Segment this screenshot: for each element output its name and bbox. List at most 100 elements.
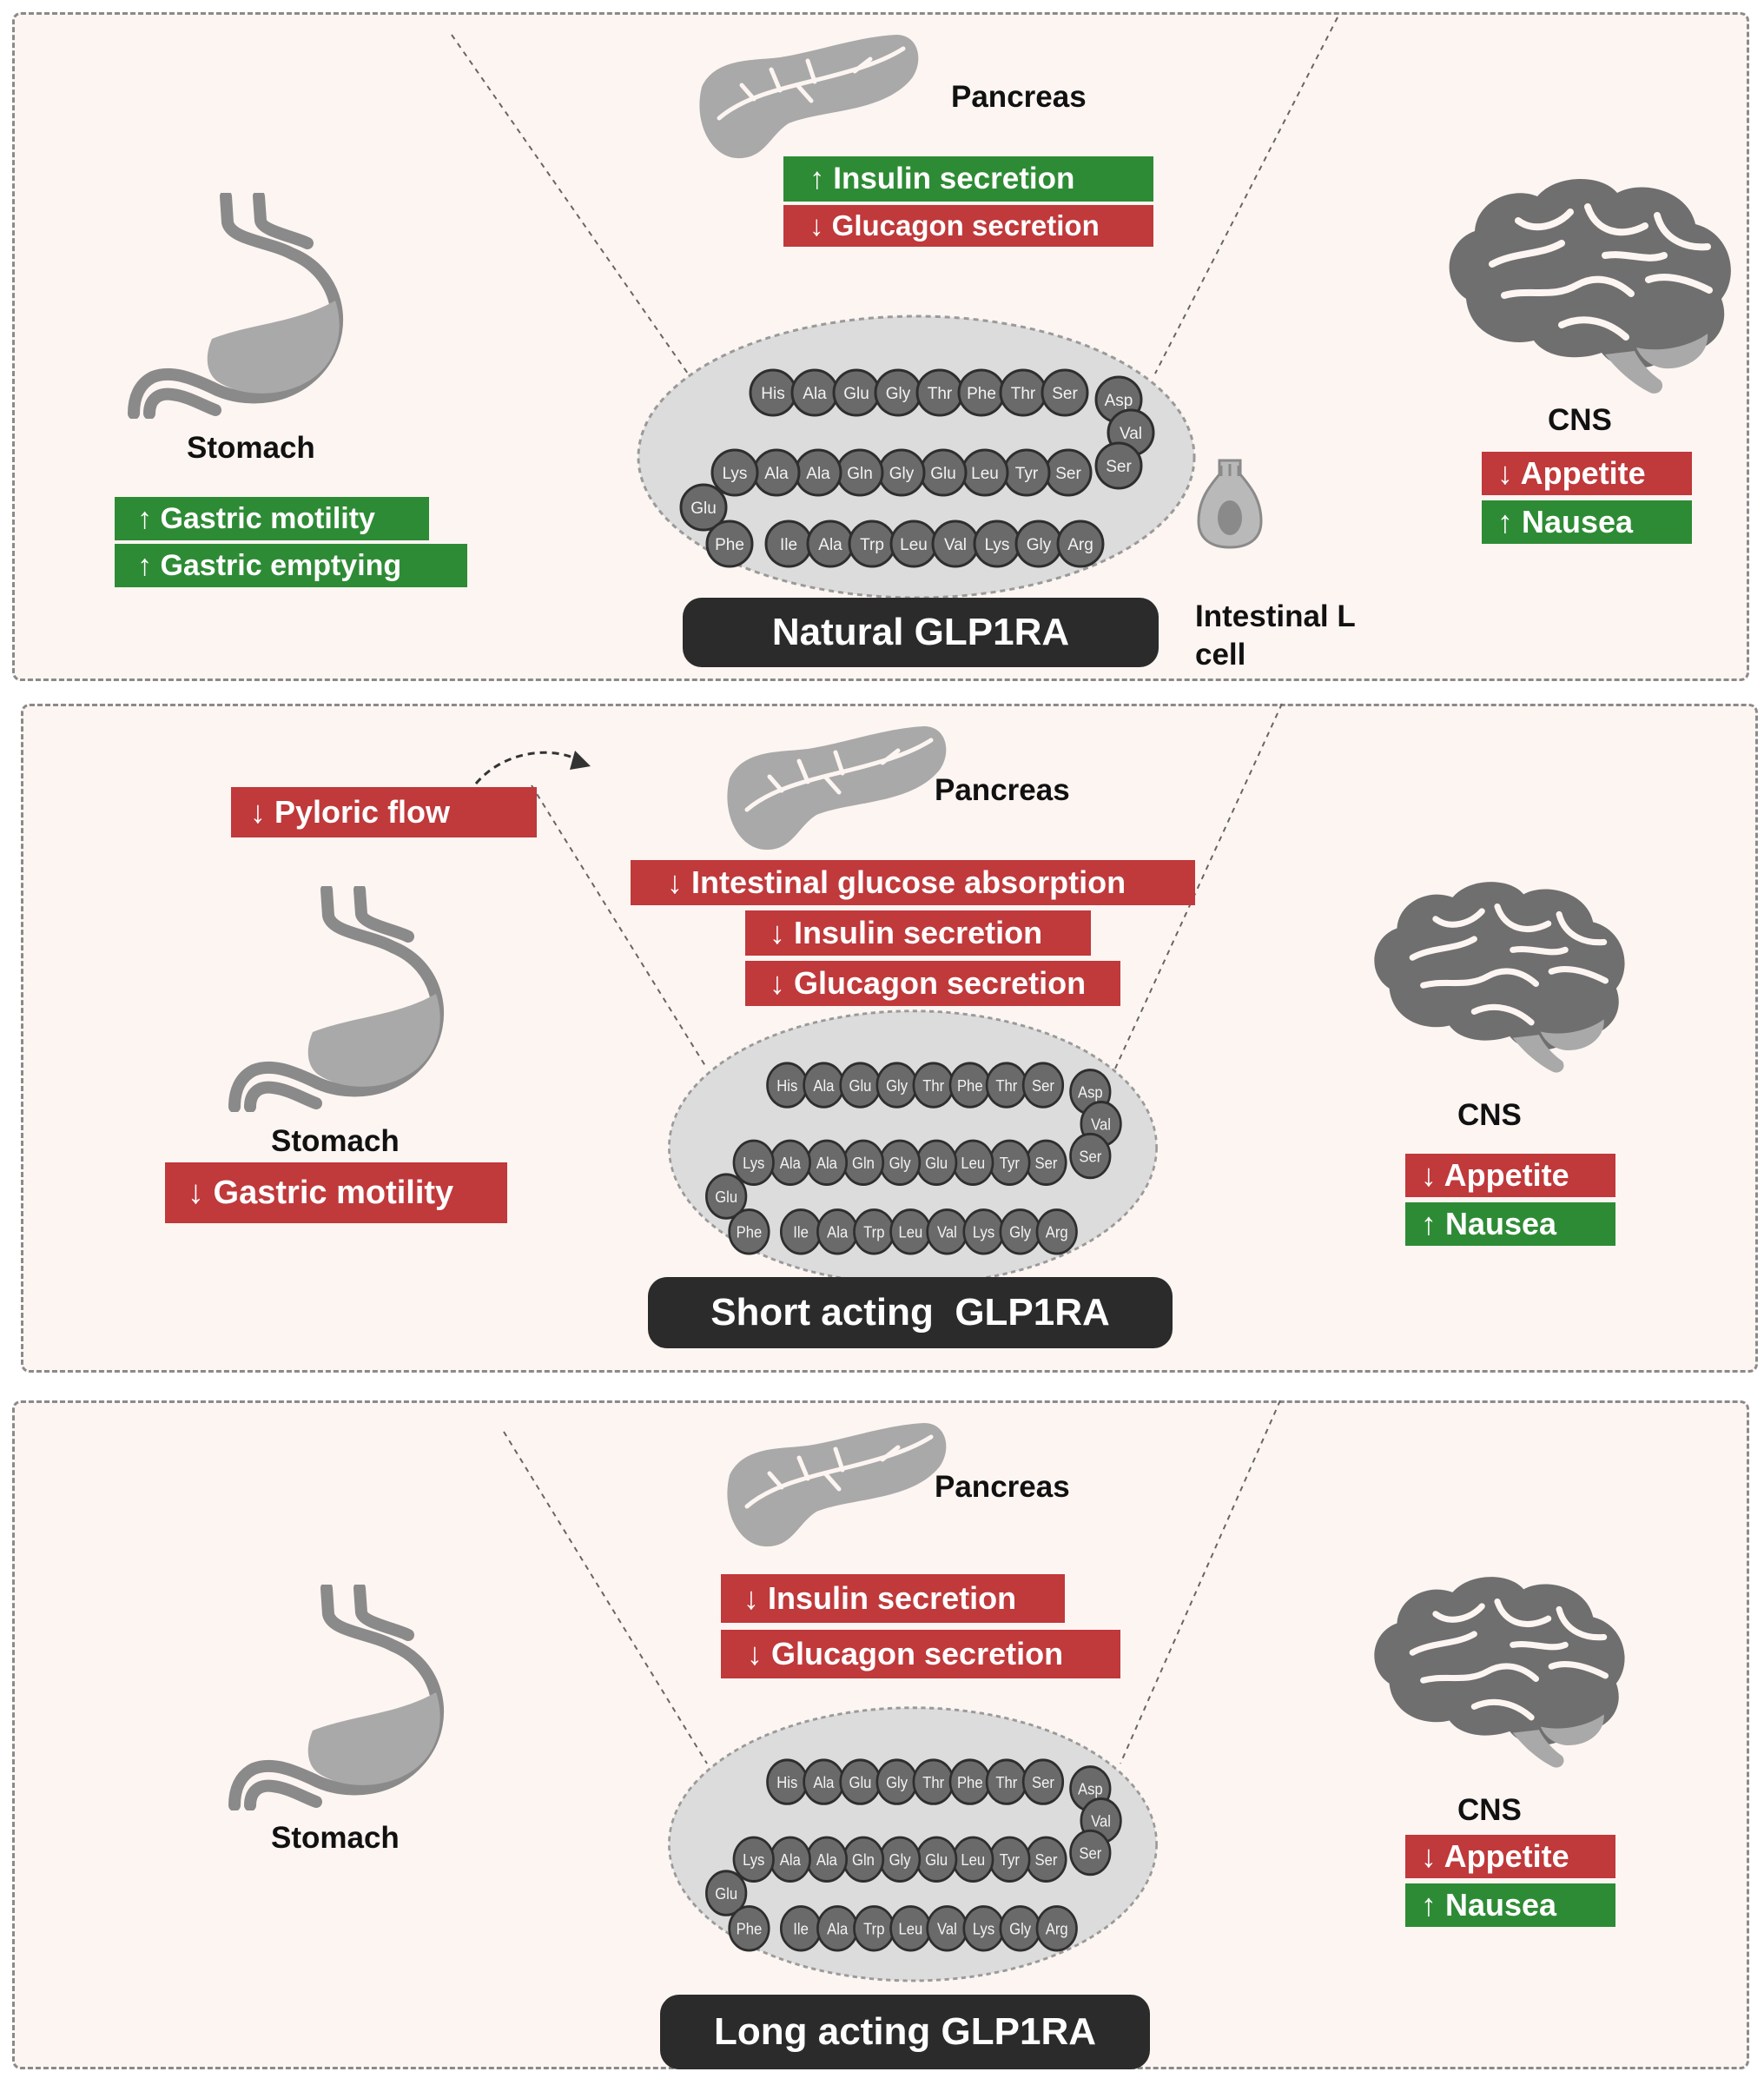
amino-acid-ile: Ile: [764, 520, 813, 568]
amino-acid-gly: Gly: [874, 368, 922, 417]
svg-text:Glu: Glu: [690, 500, 717, 518]
svg-text:Thr: Thr: [922, 1076, 944, 1095]
svg-text:Tyr: Tyr: [1000, 1154, 1020, 1172]
amino-acid-phe: Phe: [948, 1758, 991, 1805]
svg-text:Asp: Asp: [1078, 1083, 1103, 1102]
svg-text:Asp: Asp: [1105, 392, 1133, 410]
cns-label: CNS: [1548, 403, 1612, 437]
svg-text:Val: Val: [937, 1920, 957, 1938]
svg-text:Glu: Glu: [715, 1884, 737, 1903]
svg-text:Val: Val: [944, 536, 967, 554]
amino-acid-phe: Phe: [728, 1208, 770, 1255]
svg-text:Phe: Phe: [737, 1223, 763, 1241]
effect-gastric-motility: ↓ Gastric motility: [165, 1162, 507, 1223]
amino-acid-ser: Ser: [1069, 1132, 1112, 1180]
amino-acid-ala: Ala: [816, 1905, 859, 1952]
svg-text:Lys: Lys: [743, 1154, 764, 1172]
svg-text:Arg: Arg: [1046, 1920, 1068, 1938]
svg-text:Lys: Lys: [743, 1850, 764, 1869]
amino-acid-ser: Ser: [1094, 441, 1143, 490]
svg-text:Ser: Ser: [1106, 458, 1132, 476]
amino-acid-gly: Gly: [999, 1905, 1041, 1952]
stomach-label: Stomach: [271, 1124, 400, 1158]
amino-acid-gly: Gly: [877, 448, 926, 497]
svg-text:Ala: Ala: [816, 1154, 837, 1172]
amino-acid-arg: Arg: [1035, 1905, 1078, 1952]
svg-text:Thr: Thr: [928, 385, 953, 403]
amino-acid-ser: Ser: [1041, 368, 1089, 417]
svg-text:Ala: Ala: [827, 1920, 848, 1938]
panel-title-natural: Natural GLP1RA: [683, 598, 1159, 667]
panel-title-long-acting: Long acting GLP1RA: [660, 1995, 1150, 2069]
svg-text:Ala: Ala: [780, 1850, 801, 1869]
svg-text:Tyr: Tyr: [1015, 465, 1039, 483]
amino-acid-glu: Glu: [839, 1062, 882, 1109]
svg-text:Gln: Gln: [852, 1154, 875, 1172]
amino-acid-thr: Thr: [912, 1758, 955, 1805]
svg-text:Arg: Arg: [1067, 536, 1093, 554]
svg-text:Gly: Gly: [886, 1076, 908, 1095]
pancreas-icon: [712, 1414, 955, 1553]
amino-acid-lys: Lys: [732, 1139, 775, 1186]
svg-text:Glu: Glu: [843, 385, 869, 403]
amino-acid-ser: Ser: [1021, 1062, 1065, 1109]
amino-acid-ala: Ala: [769, 1836, 811, 1883]
svg-text:Gly: Gly: [889, 465, 915, 483]
amino-acid-thr: Thr: [912, 1062, 955, 1109]
svg-text:Gln: Gln: [847, 465, 873, 483]
svg-text:Ala: Ala: [803, 385, 827, 403]
amino-acid-leu: Leu: [952, 1836, 994, 1883]
effect-glucagon-secretion: ↓ Glucagon secretion: [745, 961, 1120, 1006]
amino-acid-lys: Lys: [710, 448, 759, 497]
effect-pyloric-flow: ↓ Pyloric flow: [231, 787, 537, 837]
amino-acid-val: Val: [931, 520, 980, 568]
svg-text:Leu: Leu: [961, 1154, 985, 1172]
brain-icon: [1358, 1564, 1636, 1772]
svg-text:Ser: Ser: [1035, 1850, 1058, 1869]
svg-text:Trp: Trp: [863, 1920, 885, 1938]
svg-text:Ser: Ser: [1032, 1773, 1054, 1791]
svg-text:Val: Val: [1120, 425, 1142, 443]
svg-text:Thr: Thr: [995, 1076, 1017, 1095]
effect-appetite: ↓ Appetite: [1482, 452, 1692, 495]
panel-title-short-acting: Short acting GLP1RA: [648, 1277, 1173, 1348]
amino-acid-arg: Arg: [1035, 1208, 1078, 1255]
amino-acid-glu: Glu: [915, 1836, 958, 1883]
svg-text:Glu: Glu: [715, 1188, 737, 1206]
svg-text:Thr: Thr: [1011, 385, 1036, 403]
svg-text:Ala: Ala: [813, 1076, 834, 1095]
effect-insulin-secretion: ↓ Insulin secretion: [745, 910, 1091, 956]
effect-glucagon-secretion: ↓ Glucagon secretion: [721, 1630, 1120, 1678]
amino-acid-leu: Leu: [952, 1139, 994, 1186]
amino-acid-glu: Glu: [705, 1173, 748, 1220]
amino-acid-thr: Thr: [985, 1758, 1027, 1805]
amino-acid-leu: Leu: [889, 1905, 932, 1952]
pancreas-label: Pancreas: [951, 80, 1087, 114]
pancreas-label: Pancreas: [935, 1470, 1070, 1504]
effect-intestinal-glucose-absorption: ↓ Intestinal glucose absorption: [631, 860, 1195, 905]
svg-text:Ala: Ala: [813, 1773, 834, 1791]
amino-acid-gly: Gly: [875, 1062, 918, 1109]
svg-text:Ser: Ser: [1052, 385, 1078, 403]
amino-acid-ile: Ile: [779, 1905, 823, 1952]
amino-acid-lys: Lys: [962, 1208, 1005, 1255]
svg-text:Ser: Ser: [1079, 1148, 1101, 1166]
svg-text:Trp: Trp: [860, 536, 884, 554]
zoom-guide-lines: [531, 703, 1283, 1069]
amino-acid-phe: Phe: [728, 1905, 770, 1952]
svg-text:Glu: Glu: [930, 465, 956, 483]
amino-acid-his: His: [749, 368, 797, 417]
svg-text:Phe: Phe: [957, 1773, 983, 1791]
svg-text:His: His: [776, 1076, 797, 1095]
amino-acid-ala: Ala: [803, 1758, 845, 1805]
svg-text:Ser: Ser: [1035, 1154, 1058, 1172]
svg-text:Gln: Gln: [852, 1850, 875, 1869]
svg-text:Gly: Gly: [1009, 1223, 1031, 1241]
svg-text:Arg: Arg: [1046, 1223, 1068, 1241]
svg-text:Thr: Thr: [922, 1773, 944, 1791]
svg-text:Lys: Lys: [985, 536, 1010, 554]
amino-acid-ala: Ala: [803, 1062, 845, 1109]
svg-text:Gly: Gly: [886, 385, 911, 403]
